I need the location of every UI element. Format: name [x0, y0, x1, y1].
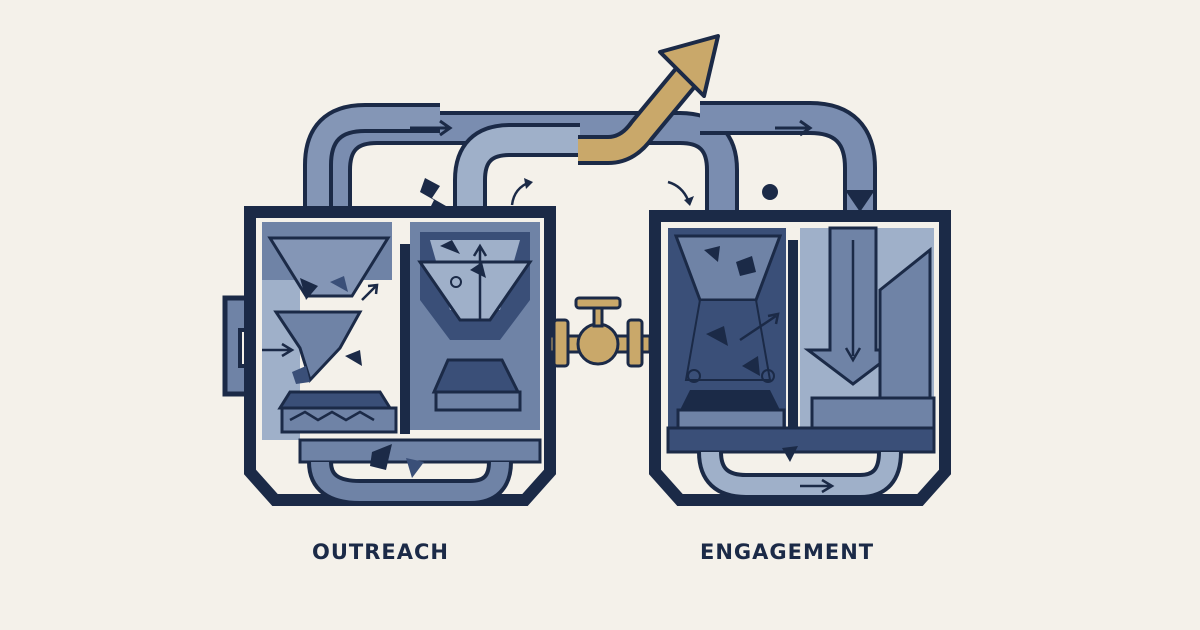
flow-arrow-icon	[800, 478, 835, 494]
flow-arrow-icon	[410, 119, 453, 137]
valve-icon	[548, 296, 652, 368]
flow-arrow-icon	[844, 240, 862, 363]
growth-arrow-icon	[578, 34, 720, 165]
outreach-label: OUTREACH	[312, 540, 449, 564]
engagement-label: ENGAGEMENT	[700, 540, 875, 564]
flow-arrow-icon	[262, 342, 295, 358]
flow-arrow-icon	[845, 190, 875, 212]
floating-shards	[420, 178, 778, 212]
engagement-machine	[649, 210, 951, 506]
outreach-machine	[222, 206, 556, 506]
funnel-icon	[267, 236, 391, 298]
flow-arrow-icon	[775, 119, 813, 137]
top-pipes	[303, 101, 877, 212]
